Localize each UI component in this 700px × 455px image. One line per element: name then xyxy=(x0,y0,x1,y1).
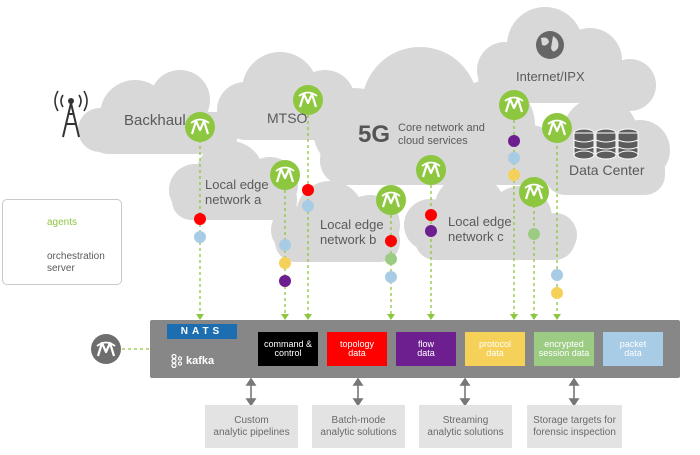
data-dots xyxy=(194,135,563,299)
kafka-logo: kafka xyxy=(186,355,215,367)
orchestration-server-icon xyxy=(91,334,146,364)
output-line-1: Storage targets for xyxy=(533,415,616,426)
channel-label-line-1: flow xyxy=(417,338,434,349)
channel-label-line-1: encrypted xyxy=(544,338,584,349)
edge-b-label-1: Local edge xyxy=(320,217,384,232)
channel-label-line-2: control xyxy=(274,348,302,358)
agent-icon xyxy=(268,158,302,192)
agent-icon xyxy=(183,110,217,144)
output-line-2: analytic solutions xyxy=(320,426,397,438)
cell-tower-icon xyxy=(54,90,88,138)
core-network-label-2: cloud services xyxy=(398,135,468,147)
output-line-1: Custom xyxy=(234,415,269,426)
channel-label-line-2: data xyxy=(348,348,366,358)
edge-c-label-2: network c xyxy=(448,229,504,244)
mtso-label: MTSO xyxy=(267,110,308,126)
output-line-1: Batch-mode xyxy=(331,415,386,426)
legend-orchestration-label-1: orchestration xyxy=(47,251,105,262)
agent-icon xyxy=(414,153,448,187)
edge-a-label-2: network a xyxy=(205,192,262,207)
core-network-label-1: Core network and xyxy=(398,122,485,134)
output-line-2: analytic pipelines xyxy=(213,426,290,438)
agent-icon xyxy=(517,175,551,209)
channel-label-line-2: data xyxy=(624,348,642,358)
output-line-2: forensic inspection xyxy=(533,426,616,438)
database-icon xyxy=(573,128,639,160)
5g-label: 5G xyxy=(358,121,391,148)
legend-agents-label: agents xyxy=(47,217,78,228)
legend-box xyxy=(2,199,122,285)
channel-label-line-1: command & xyxy=(263,338,313,349)
internet-cloud xyxy=(477,7,656,111)
channel-label-line-2: data xyxy=(417,348,435,358)
channel-command-control: command &control xyxy=(258,332,318,366)
backhaul-cloud xyxy=(78,70,238,154)
datacenter-label: Data Center xyxy=(569,162,645,178)
channel-label-line-1: packet xyxy=(619,338,647,349)
channel-label-line-2: session data xyxy=(538,348,590,358)
agent-icon xyxy=(540,111,574,145)
agent-icon xyxy=(497,88,531,122)
core-cloud xyxy=(313,47,565,185)
edge-c-label-1: Local edge xyxy=(448,214,512,229)
output-line-2: analytic solutions xyxy=(427,426,504,438)
internet-label: Internet/IPX xyxy=(516,69,585,84)
globe-icon xyxy=(536,31,564,59)
cloud-layer xyxy=(78,7,670,262)
channel-label-line-1: topology xyxy=(339,338,375,349)
connector-arrowheads xyxy=(196,314,561,320)
edge-a-label-1: Local edge xyxy=(205,177,269,192)
edge-b-label-2: network b xyxy=(320,232,377,247)
channel-label-line-1: protocol xyxy=(478,338,512,349)
kafka-icon xyxy=(170,353,183,369)
channel-label-line-2: data xyxy=(486,348,504,358)
backhaul-label: Backhaul xyxy=(124,112,186,129)
legend-orchestration-label-2: server xyxy=(47,263,75,274)
output-arrows xyxy=(245,377,580,407)
output-line-1: Streaming xyxy=(442,415,489,426)
agent-icon xyxy=(374,183,408,217)
nats-logo: NATS xyxy=(167,324,237,339)
